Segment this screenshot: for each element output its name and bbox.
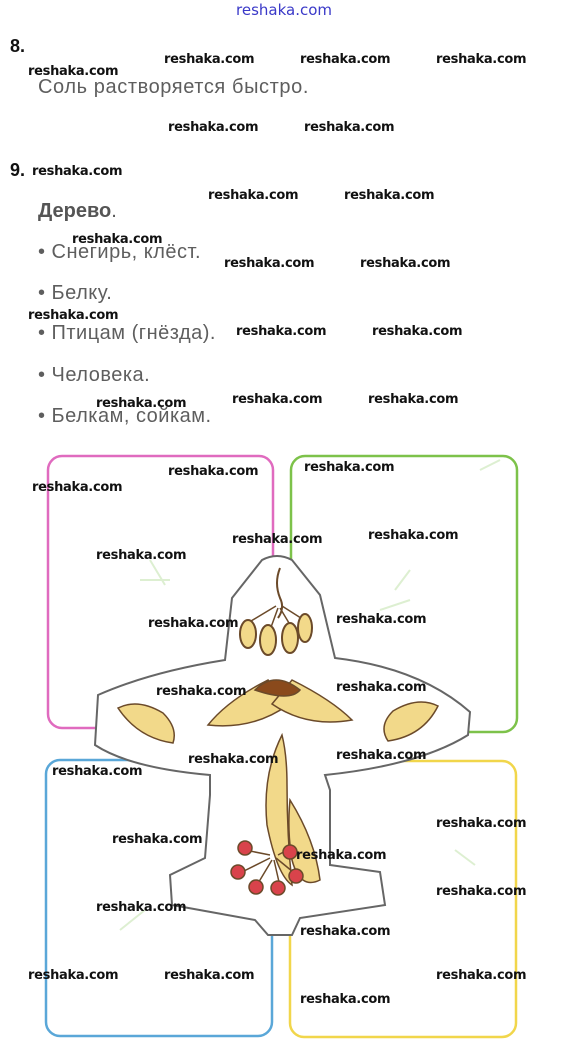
bullet-text: Человека. — [51, 364, 151, 386]
bullet-item: •Человека. — [38, 364, 150, 387]
watermark: reshaka.com — [224, 256, 315, 271]
watermark: reshaka.com — [344, 188, 435, 203]
watermark: reshaka.com — [304, 120, 395, 135]
watermark: reshaka.com — [156, 684, 247, 699]
watermark: reshaka.com — [300, 924, 391, 939]
task-9-title-suffix: . — [111, 200, 117, 222]
winged-seeds — [116, 679, 440, 744]
bullet-dot: • — [38, 282, 46, 304]
task-8-number: 8. — [10, 36, 26, 56]
watermark: reshaka.com — [300, 52, 391, 67]
watermark: reshaka.com — [96, 548, 187, 563]
watermark: reshaka.com — [336, 612, 427, 627]
watermark: reshaka.com — [208, 188, 299, 203]
watermark: reshaka.com — [96, 900, 187, 915]
watermark: reshaka.com — [168, 464, 259, 479]
watermark: reshaka.com — [164, 52, 255, 67]
bullet-dot: • — [38, 241, 46, 263]
watermark: reshaka.com — [32, 164, 123, 179]
watermark: reshaka.com — [164, 968, 255, 983]
watermark: reshaka.com — [28, 308, 119, 323]
bullet-text: Белку. — [51, 282, 113, 304]
site-link[interactable]: reshaka.com — [236, 1, 332, 19]
bullet-text: Птицам (гнёзда). — [51, 322, 216, 344]
watermark: reshaka.com — [296, 848, 387, 863]
watermark: reshaka.com — [368, 528, 459, 543]
watermark: reshaka.com — [336, 680, 427, 695]
watermark: reshaka.com — [188, 752, 279, 767]
watermark: reshaka.com — [112, 832, 203, 847]
bullet-item: •Птицам (гнёзда). — [38, 322, 216, 345]
watermark: reshaka.com — [168, 120, 259, 135]
bullet-dot: • — [38, 364, 46, 386]
leaf-sketches — [119, 459, 501, 931]
watermark: reshaka.com — [28, 64, 119, 79]
bullet-item: •Белкам, сойкам. — [38, 405, 212, 428]
watermark: reshaka.com — [436, 968, 527, 983]
seed-cluster-top — [239, 567, 313, 656]
pod-and-berries — [230, 732, 321, 896]
bullet-dot: • — [38, 405, 46, 427]
watermark: reshaka.com — [360, 256, 451, 271]
watermark: reshaka.com — [304, 460, 395, 475]
tree-illustration — [44, 454, 519, 1039]
watermark: reshaka.com — [300, 992, 391, 1007]
watermark: reshaka.com — [232, 392, 323, 407]
watermark: reshaka.com — [96, 396, 187, 411]
bullet-text: Белкам, сойкам. — [51, 405, 212, 427]
task-8-answer: Соль растворяется быстро. — [38, 76, 310, 98]
bullet-text: Снегирь, клёст. — [51, 241, 202, 263]
watermark: reshaka.com — [436, 816, 527, 831]
watermark: reshaka.com — [436, 884, 527, 899]
task-9-number: 9. — [10, 160, 26, 180]
watermark: reshaka.com — [372, 324, 463, 339]
watermark: reshaka.com — [52, 764, 143, 779]
watermark: reshaka.com — [148, 616, 239, 631]
task-9-title-text: Дерево — [38, 200, 112, 222]
watermark: reshaka.com — [236, 324, 327, 339]
watermark: reshaka.com — [368, 392, 459, 407]
watermark: reshaka.com — [436, 52, 527, 67]
watermark: reshaka.com — [232, 532, 323, 547]
watermark: reshaka.com — [336, 748, 427, 763]
task-9-title: Дерево. — [38, 200, 117, 223]
bullet-item: •Снегирь, клёст. — [38, 241, 201, 264]
bullet-dot: • — [38, 322, 46, 344]
watermark: reshaka.com — [32, 480, 123, 495]
bullet-item: •Белку. — [38, 282, 112, 305]
watermark: reshaka.com — [72, 232, 163, 247]
watermark: reshaka.com — [28, 968, 119, 983]
